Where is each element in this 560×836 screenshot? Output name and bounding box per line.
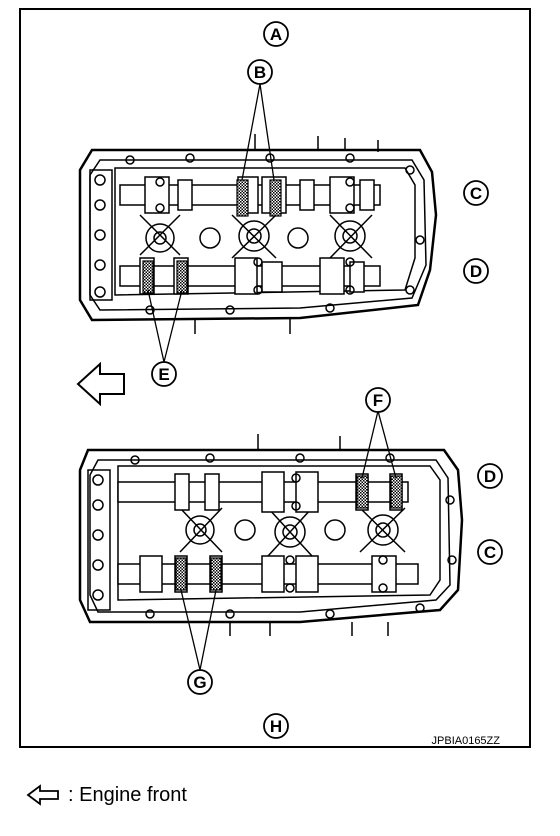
front-arrow-icon xyxy=(26,784,59,806)
diagram-frame xyxy=(19,8,531,748)
legend-text: : Engine front xyxy=(68,783,187,806)
svg-text:H: H xyxy=(270,717,282,736)
callout-A: A xyxy=(263,21,289,47)
callout-B: B xyxy=(247,59,273,85)
leader-lines xyxy=(147,83,397,671)
svg-text:C: C xyxy=(470,184,482,203)
callout-D-lower: D xyxy=(477,463,503,489)
callout-D-upper: D xyxy=(463,258,489,284)
callout-E: E xyxy=(151,361,177,387)
svg-text:E: E xyxy=(158,365,169,384)
svg-text:D: D xyxy=(484,467,496,486)
svg-text:B: B xyxy=(254,63,266,82)
svg-text:C: C xyxy=(484,543,496,562)
callout-C-upper: C xyxy=(463,180,489,206)
svg-text:F: F xyxy=(373,391,383,410)
callout-H: H xyxy=(263,713,289,739)
svg-text:G: G xyxy=(193,673,206,692)
svg-text:A: A xyxy=(270,25,282,44)
reference-code: JPBIA0165ZZ xyxy=(432,735,501,747)
legend: : Engine front xyxy=(26,780,187,810)
callout-C-lower: C xyxy=(477,539,503,565)
lower-cylinder-head xyxy=(78,434,464,636)
svg-text:D: D xyxy=(470,262,482,281)
callout-G: G xyxy=(187,669,213,695)
upper-cylinder-head xyxy=(78,134,438,334)
lower-hatched-journals xyxy=(175,475,403,591)
front-arrow-icon xyxy=(76,361,125,407)
callout-F: F xyxy=(365,387,391,413)
